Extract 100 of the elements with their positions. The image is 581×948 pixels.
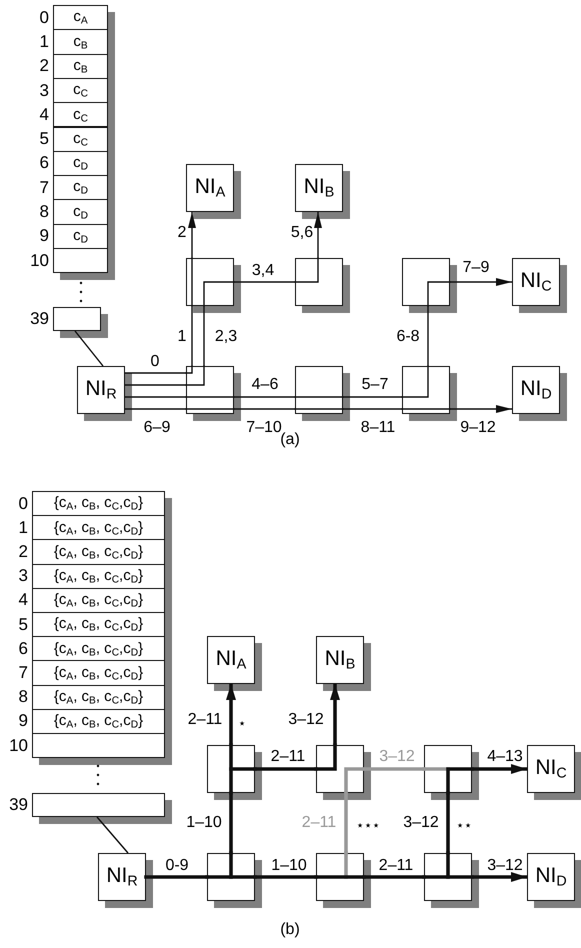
cell-text: c$_{D}$ (73, 154, 88, 173)
flit-range-label: 8–11 (360, 419, 396, 437)
row-index: 7 (40, 178, 49, 198)
row-index: 2 (40, 56, 49, 76)
cell-text: {c$_{A}$, c$_{B}$, c$_{C}$,c$_{D}$} (54, 664, 144, 682)
flit-range-label: 3–12 (288, 711, 324, 729)
cell-text: {c$_{A}$, c$_{B}$, c$_{C}$,c$_{D}$} (54, 615, 144, 634)
cell-text: c$_{B}$ (73, 32, 88, 52)
row-index: 1 (40, 32, 49, 52)
interface-label: NI$_{A}$ (194, 175, 226, 201)
row-index: 10 (9, 736, 28, 756)
row-index: 8 (18, 687, 28, 708)
connector-line (144, 875, 209, 879)
connector-line (125, 372, 186, 374)
row-index: 7 (18, 662, 28, 683)
star-mark: ⋆⋆ (456, 818, 472, 832)
connector-line (125, 384, 186, 386)
cell-text: {c$_{A}$, c$_{B}$, c$_{C}$,c$_{D}$} (54, 640, 144, 658)
cell-text: c$_{A}$ (73, 8, 88, 27)
connector-line (125, 408, 186, 410)
row-index: 3 (40, 80, 49, 101)
row-index: 1 (18, 518, 28, 538)
cell-text: c$_{C}$ (73, 106, 88, 124)
arrow (188, 212, 196, 258)
connector-line (96, 816, 129, 854)
arrow (472, 764, 527, 774)
flit-range-label: 2–11 (270, 748, 306, 766)
interface-label: NI$_{D}$ (535, 864, 567, 890)
arrow (450, 405, 512, 413)
connector-line (344, 791, 348, 855)
flit-range-label: 4–6 (252, 376, 278, 394)
cell-text: {c$_{A}$, c$_{B}$, c$_{C}$,c$_{D}$} (54, 712, 144, 731)
panel-caption: (a) (280, 431, 300, 449)
connector-line (191, 306, 193, 366)
interface-label: NI$_{B}$ (324, 647, 356, 673)
connector-line (125, 396, 186, 398)
flit-range-label: 1–10 (186, 814, 222, 832)
panel-caption: (b) (280, 921, 300, 939)
interface-label: NI$_{A}$ (216, 647, 246, 673)
row-index: 0 (18, 494, 28, 514)
cell-text: c$_{D}$ (73, 202, 88, 222)
interface-label: NI$_{R}$ (85, 377, 117, 403)
row-index: 8 (40, 202, 49, 222)
row-index: 0 (40, 8, 49, 28)
flit-range-label: 6-8 (396, 328, 420, 346)
connector-line (427, 306, 429, 366)
cell-text: {c$_{A}$, c$_{B}$, c$_{C}$,c$_{D}$} (54, 494, 144, 513)
cell-text: c$_{D}$ (73, 227, 88, 246)
flit-range-label: 3–12 (487, 857, 523, 875)
flit-range-label: 1–10 (271, 857, 307, 875)
connector-line (229, 791, 233, 855)
arrow (472, 872, 527, 882)
flit-range-label: 1 (178, 328, 186, 346)
flit-range-label: 4–13 (487, 748, 523, 766)
cell-text: {c$_{A}$, c$_{B}$, c$_{C}$,c$_{D}$} (54, 591, 144, 610)
connector-line (253, 875, 318, 879)
arrow (330, 684, 340, 745)
row-index: 9 (40, 226, 49, 246)
connector-line (446, 791, 450, 855)
flit-range-label: 0 (150, 353, 160, 371)
row-index: 5 (18, 614, 28, 635)
connector-line (343, 408, 402, 410)
cell-text: c$_{C}$ (73, 81, 88, 100)
interface-label: NI$_{D}$ (520, 377, 552, 403)
row-index: 4 (40, 104, 49, 125)
cell-text: c$_{B}$ (73, 56, 88, 76)
row-index: 2 (18, 542, 28, 562)
row-index: 3 (18, 566, 28, 586)
row-index: 4 (18, 590, 28, 610)
cell-text: c$_{D}$ (73, 178, 88, 198)
flit-range-label: 7–9 (462, 259, 490, 277)
cell-text: {c$_{A}$, c$_{B}$, c$_{C}$,c$_{D}$} (54, 542, 144, 562)
flit-range-label: 3–12 (379, 748, 415, 766)
row-index: 39 (9, 795, 28, 815)
interface-label: NI$_{C}$ (535, 756, 567, 782)
flit-range-label: 0-9 (165, 857, 189, 875)
cell-text: {c$_{A}$, c$_{B}$, c$_{C}$,c$_{D}$} (54, 566, 144, 586)
arrow (314, 212, 322, 258)
flit-range-label: 2–11 (378, 857, 414, 875)
arrow (226, 684, 236, 745)
star-mark: ⋆⋆⋆ (356, 818, 380, 832)
row-index: 5 (40, 129, 49, 150)
row-index: 39 (30, 309, 49, 329)
connector-line (234, 408, 295, 410)
flit-range-label: 7–10 (246, 419, 282, 436)
connector-line (234, 281, 295, 283)
connector-line (253, 767, 318, 771)
flit-range-label: 9–12 (460, 419, 496, 437)
flit-range-label: 3,4 (252, 262, 274, 280)
row-index: 10 (30, 250, 49, 271)
row-index: 6 (40, 153, 49, 174)
connector-line (234, 396, 295, 398)
flit-range-label: 5,6 (290, 224, 314, 242)
connector-line (343, 396, 402, 398)
cell-text: {c$_{A}$, c$_{B}$, c$_{C}$,c$_{D}$} (54, 518, 144, 538)
flit-range-label: 2–11 (302, 814, 336, 832)
cell-text: {c$_{A}$, c$_{B}$, c$_{C}$,c$_{D}$} (54, 688, 144, 706)
star-mark: ⋆ (238, 716, 246, 730)
connector-line (203, 306, 205, 366)
flit-range-label: 2,3 (214, 328, 238, 346)
